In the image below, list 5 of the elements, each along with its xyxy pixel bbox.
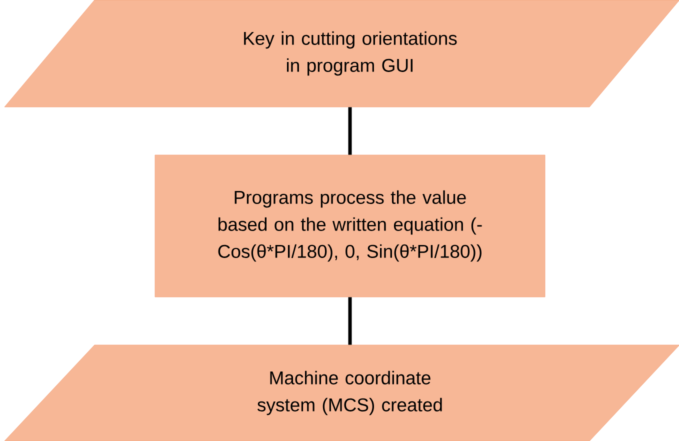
process-box: Programs process the value based on the written equation (-Cos(θ*PI/180), 0, Sin(θ*PI/180)) [154, 154, 546, 298]
input-parallelogram: Machine coordinate system (MCS) created [4, 344, 679, 441]
connector-line [348, 297, 352, 345]
input-parallelogram: Key in cutting orientations in program GUI [4, 0, 679, 108]
connector-line [348, 107, 352, 155]
